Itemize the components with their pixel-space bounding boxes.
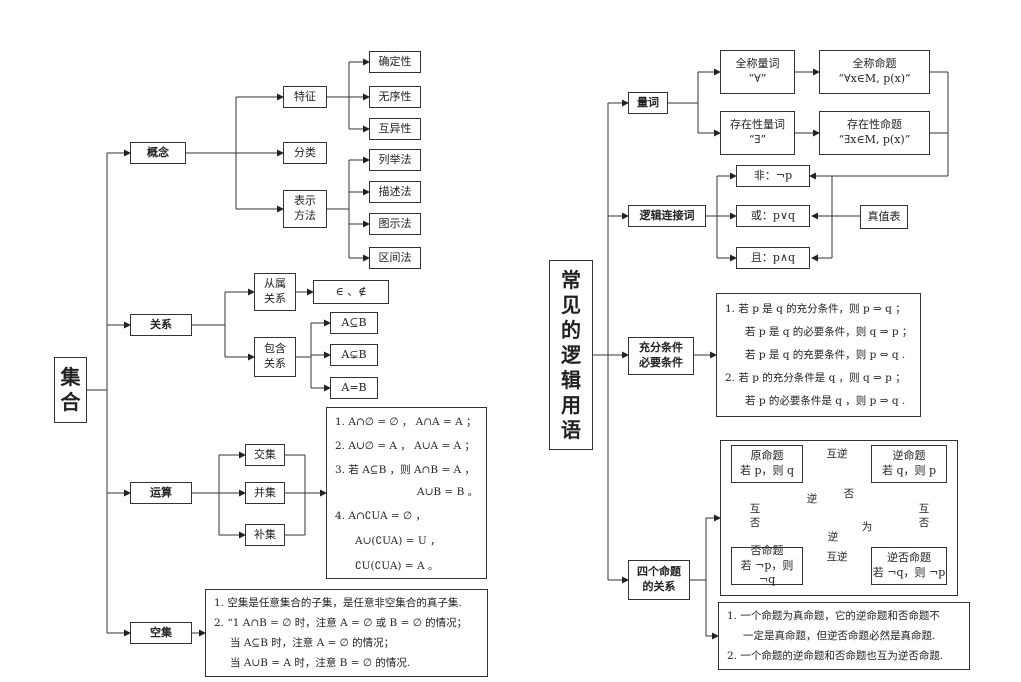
operation-rules-panel: 1. A∩∅ = ∅ ， A∩A = A ； 2. A∪∅ = A ， A∪A … [326,407,487,579]
rule-line: 4. A∩∁UA = ∅ ， [335,510,426,522]
universal-proposition: 全称命题 “∀x∈M, p(x)” [819,50,930,94]
universal-quantifier: 全称量词 “∀” [720,50,795,94]
contrapositive-proposition: 逆否命题 若 ¬q，则 ¬p [871,547,947,585]
four-propositions-node: 四个命题 的关系 [628,560,690,600]
condition-panel: 1. 若 p 是 q 的充分条件，则 p ⇒ q ； 若 p 是 q 的必要条件… [716,293,921,417]
existential-quantifier: 存在性量词 “∃” [720,111,795,155]
feature-item: 确定性 [369,51,421,73]
note-line: 1. 一个命题为真命题，它的逆命题和否命题不 [727,610,940,622]
diagonal-label: 逆 [827,531,839,543]
represent-item: 图示法 [369,213,421,235]
condition-line: 若 p 是 q 的必要条件，则 q ⇒ p ； [745,326,913,338]
converse-proposition: 逆命题 若 q，则 p [871,445,947,483]
logic-root: 常 见 的 逻 辑 用 语 [549,260,593,450]
diagonal-label: 否 [843,488,855,500]
condition-node: 充分条件 必要条件 [628,337,694,375]
quantifier-node: 量词 [628,92,668,114]
empty-set-node: 空集 [130,622,192,644]
feature-item: 无序性 [369,86,421,108]
condition-line: 若 p 是 q 的充要条件，则 p ⇔ q . [745,349,906,361]
classify-node: 分类 [283,142,327,164]
note-line: 1. 空集是任意集合的子集，是任意非空集合的真子集. [214,597,462,609]
operation-item: 并集 [245,482,285,504]
feature-node: 特征 [283,86,327,108]
contain-node: 包含 关系 [254,337,296,377]
operation-node: 运算 [130,482,192,504]
note-line: 2. “1 A∩B = ∅ 时，注意 A = ∅ 或 B = ∅ 的情况； [214,617,468,629]
mutual-negation-label: 互 否 [749,503,761,529]
original-proposition: 原命题 若 p，则 q [731,445,803,483]
condition-line: 若 p 的必要条件是 q ，则 p ⇒ q . [745,395,906,407]
mutual-converse-label: 互逆 [826,448,848,460]
condition-line: 2. 若 p 的充分条件是 q ，则 q ⇒ p ； [725,372,906,384]
mutual-converse-label: 互逆 [826,551,848,563]
contain-item: A=B [330,377,378,399]
represent-item: 区间法 [369,247,421,269]
note-line: 2. 一个命题的逆命题和否命题也互为逆否命题. [727,650,944,662]
inverse-proposition: 否命题 若 ¬p，则 ¬q [731,544,803,586]
truth-table-node: 真值表 [860,205,908,229]
feature-item: 互异性 [369,118,421,140]
set-root: 集 合 [54,357,87,423]
note-line: 一定是真命题，但逆否命题必然是真命题. [743,630,936,642]
note-line: 当 A∪B = A 时，注意 B = ∅ 的情况. [230,657,411,669]
diagonal-label: 逆 [806,493,818,505]
relation-node: 关系 [130,314,192,336]
represent-item: 描述法 [369,181,421,203]
rule-line: 1. A∩∅ = ∅ ， A∩A = A ； [335,416,477,428]
mutual-negation-label: 互 否 [918,503,930,529]
rule-line: 3. 若 A⊆B ，则 A∩B = A ， [335,464,475,476]
operation-item: 补集 [245,524,285,546]
connective-and: 且：p∧q [736,247,810,269]
connective-not: 非：¬p [736,165,810,187]
existential-proposition: 存在性命题 “∃x∈M, p(x)” [819,111,930,155]
empty-set-notes-panel: 1. 空集是任意集合的子集，是任意非空集合的真子集. 2. “1 A∩B = ∅… [205,589,488,677]
connective-or: 或：p∨q [736,205,810,227]
operation-item: 交集 [245,444,285,466]
represent-node: 表示 方法 [283,190,327,228]
note-line: 当 A⊆B 时，注意 A = ∅ 的情况； [230,637,395,649]
represent-item: 列举法 [369,149,421,171]
contain-item: A⊊B [330,344,378,366]
rule-line: ∁U(∁UA) = A 。 [355,560,439,572]
contain-item: A⊆B [330,312,378,334]
rule-line: 2. A∪∅ = A ， A∪A = A ； [335,440,475,452]
condition-line: 1. 若 p 是 q 的充分条件，则 p ⇒ q ； [725,303,906,315]
rule-line: A∪(∁UA) = U ， [355,535,441,547]
belong-node: 从属 关系 [254,273,296,311]
rule-line: A∪B = B 。 [417,486,479,498]
connective-node: 逻辑连接词 [628,205,706,227]
four-propositions-notes-panel: 1. 一个命题为真命题，它的逆命题和否命题不 一定是真命题，但逆否命题必然是真命… [718,602,970,670]
concept-node: 概念 [130,142,186,164]
belong-symbols: ∈ 、∉ [313,280,389,304]
diagonal-label: 为 [861,521,873,533]
